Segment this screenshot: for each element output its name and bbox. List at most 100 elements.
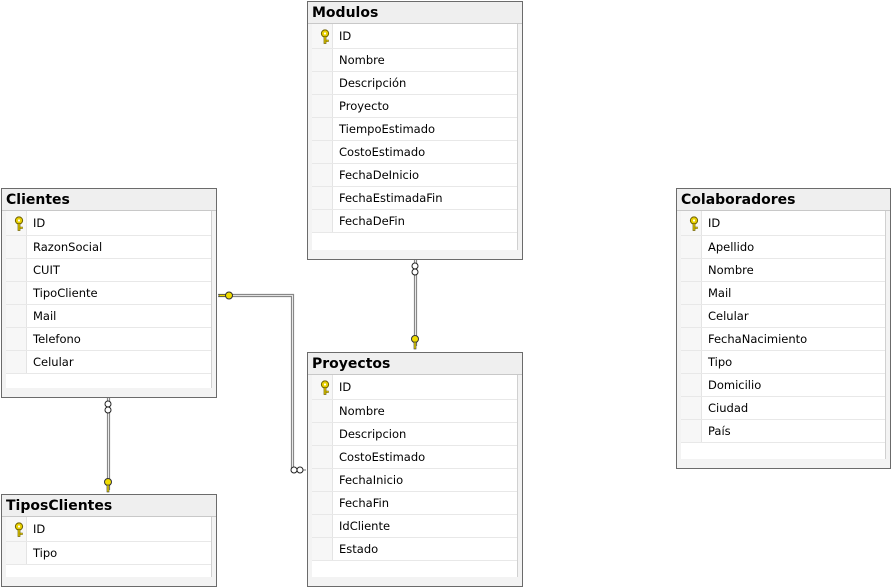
column-name: Telefono xyxy=(33,332,81,346)
primary-key-row[interactable]: ID xyxy=(681,211,885,236)
column-name: Domicilio xyxy=(708,378,762,392)
column-name: TiempoEstimado xyxy=(339,122,436,136)
column-name: Tipo xyxy=(708,355,733,369)
column-row[interactable]: FechaInicio xyxy=(312,469,517,492)
column-name: FechaDeInicio xyxy=(339,168,420,182)
column-row[interactable]: CUIT xyxy=(6,259,211,282)
column-row[interactable]: TiempoEstimado xyxy=(312,118,517,141)
column-name: ID xyxy=(33,522,46,536)
column-name: Tipo xyxy=(33,546,58,560)
column-name: CUIT xyxy=(33,263,60,277)
column-name: Apellido xyxy=(708,240,755,254)
primary-key-icon xyxy=(319,380,331,396)
key-end-icon xyxy=(218,291,233,300)
column-name: FechaDeFin xyxy=(339,214,405,228)
relationship-clientes-proyectos[interactable] xyxy=(218,291,306,474)
column-row[interactable]: CostoEstimado xyxy=(312,446,517,469)
column-row[interactable]: Apellido xyxy=(681,236,885,259)
column-name: ID xyxy=(33,216,46,230)
infinity-end-icon xyxy=(290,466,304,474)
column-name: Descripción xyxy=(339,76,407,90)
primary-key-row[interactable]: ID xyxy=(312,375,517,400)
column-name: CostoEstimado xyxy=(339,450,426,464)
column-row[interactable]: Proyecto xyxy=(312,95,517,118)
table-tiposclientes[interactable]: TiposClientes ID Tipo xyxy=(1,494,217,587)
column-name: Nombre xyxy=(339,404,385,418)
column-row[interactable]: FechaDeFin xyxy=(312,210,517,233)
column-name: Celular xyxy=(708,309,749,323)
column-name: Proyecto xyxy=(339,99,389,113)
infinity-end-icon xyxy=(104,400,112,414)
column-name: Ciudad xyxy=(708,401,749,415)
column-name: Mail xyxy=(33,309,57,323)
column-name: País xyxy=(708,424,731,438)
column-name: ID xyxy=(708,216,721,230)
key-end-icon xyxy=(411,335,419,350)
column-name: IdCliente xyxy=(339,519,391,533)
column-name: ID xyxy=(339,29,352,43)
table-title: Colaboradores xyxy=(677,189,890,211)
column-name: Estado xyxy=(339,542,379,556)
column-name: Nombre xyxy=(708,263,754,277)
column-row[interactable]: País xyxy=(681,420,885,443)
key-end-icon xyxy=(104,478,112,493)
column-row[interactable]: Nombre xyxy=(681,259,885,282)
column-row[interactable]: Descripción xyxy=(312,72,517,95)
column-row[interactable]: FechaNacimiento xyxy=(681,328,885,351)
column-row[interactable]: FechaEstimadaFin xyxy=(312,187,517,210)
column-row[interactable]: Ciudad xyxy=(681,397,885,420)
table-title: TiposClientes xyxy=(2,495,216,517)
primary-key-icon xyxy=(13,216,25,232)
column-name: Mail xyxy=(708,286,732,300)
column-row[interactable]: FechaFin xyxy=(312,492,517,515)
infinity-end-icon xyxy=(411,262,419,276)
column-row[interactable]: FechaDeInicio xyxy=(312,164,517,187)
column-name: FechaInicio xyxy=(339,473,404,487)
primary-key-row[interactable]: ID xyxy=(312,24,517,49)
column-row[interactable]: Domicilio xyxy=(681,374,885,397)
column-name: Descripcion xyxy=(339,427,407,441)
table-title: Modulos xyxy=(308,2,522,24)
column-row[interactable]: RazonSocial xyxy=(6,236,211,259)
column-row[interactable]: Celular xyxy=(681,305,885,328)
table-title: Proyectos xyxy=(308,353,522,375)
column-list: ID Tipo xyxy=(6,517,212,577)
column-name: FechaEstimadaFin xyxy=(339,191,443,205)
column-row[interactable]: Nombre xyxy=(312,400,517,423)
column-row[interactable]: CostoEstimado xyxy=(312,141,517,164)
column-row[interactable]: Mail xyxy=(681,282,885,305)
column-row[interactable]: IdCliente xyxy=(312,515,517,538)
relationship-clientes-tiposclientes[interactable] xyxy=(104,398,112,493)
column-row[interactable]: Descripcion xyxy=(312,423,517,446)
primary-key-row[interactable]: ID xyxy=(6,211,211,236)
column-name: Nombre xyxy=(339,53,385,67)
column-row[interactable]: Nombre xyxy=(312,49,517,72)
column-row[interactable]: Celular xyxy=(6,351,211,374)
column-name: CostoEstimado xyxy=(339,145,426,159)
table-title: Clientes xyxy=(2,189,216,211)
column-row[interactable]: Tipo xyxy=(6,542,211,565)
column-name: FechaFin xyxy=(339,496,389,510)
column-row[interactable]: Telefono xyxy=(6,328,211,351)
primary-key-row[interactable]: ID xyxy=(6,517,211,542)
primary-key-icon xyxy=(688,216,700,232)
relationship-modulos-proyectos[interactable] xyxy=(411,260,419,350)
primary-key-icon xyxy=(319,29,331,45)
column-row[interactable]: Tipo xyxy=(681,351,885,374)
column-row[interactable]: Mail xyxy=(6,305,211,328)
column-name: TipoCliente xyxy=(33,286,98,300)
column-row[interactable]: Estado xyxy=(312,538,517,561)
column-name: FechaNacimiento xyxy=(708,332,808,346)
column-name: Celular xyxy=(33,355,74,369)
column-name: ID xyxy=(339,380,352,394)
primary-key-icon xyxy=(13,522,25,538)
column-row[interactable]: TipoCliente xyxy=(6,282,211,305)
